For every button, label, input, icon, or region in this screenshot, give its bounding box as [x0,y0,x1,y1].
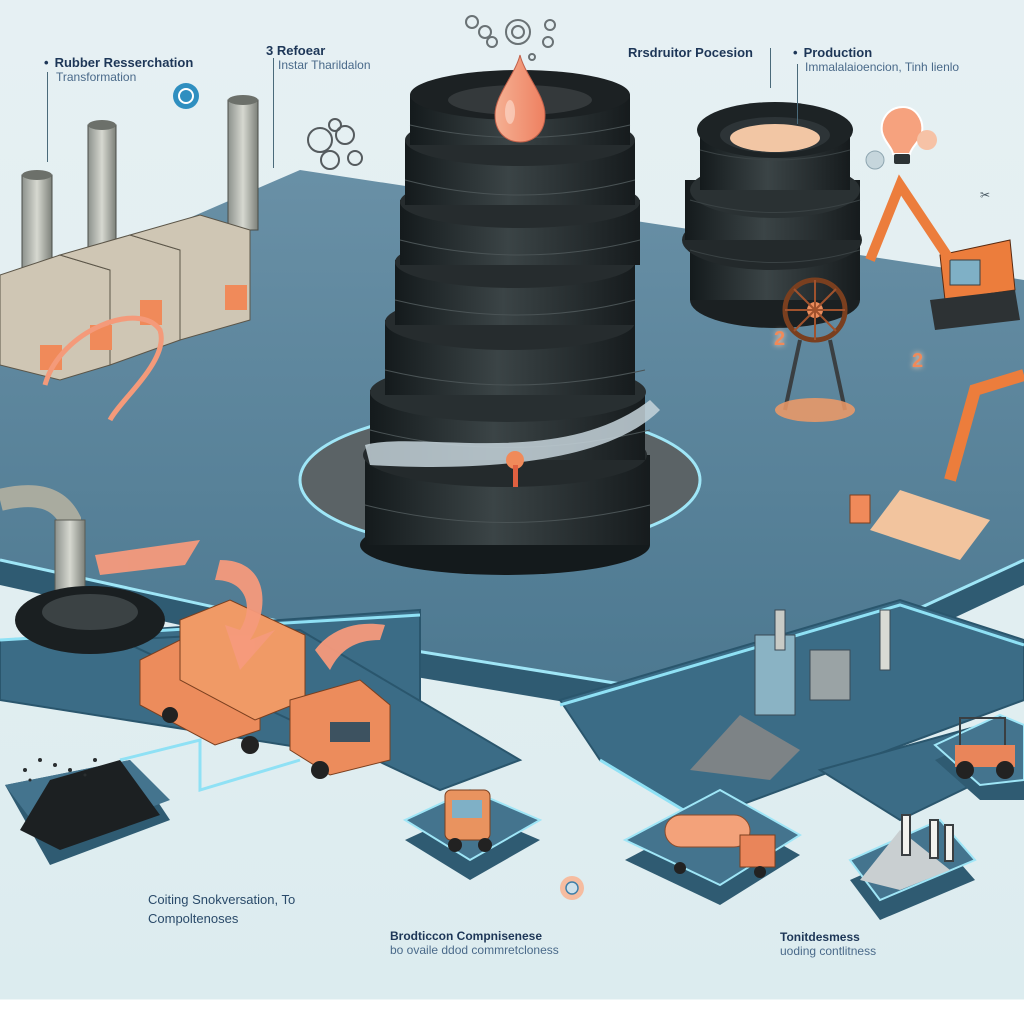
illustration-canvas: ✂ [0,15,1024,920]
label-title: 3 Refoear [266,43,326,58]
recycle-badge-icon [917,130,937,150]
label-title: Tonitdesmess [780,930,860,944]
lightbulb-icon [880,105,924,164]
crumb-pile-station [5,758,170,865]
step-badge: 2 [912,350,924,372]
label-subtitle: uoding contlitness [780,943,877,958]
tanker-station [622,788,802,905]
tractor-station [933,713,1024,800]
center-droplet-small [506,451,524,487]
forklift-station [402,788,543,880]
wheel-machine [775,277,855,422]
gear-cluster-icon [465,15,556,61]
label-production-process: Rrsdruitor Pocesion [628,45,753,61]
tire-stack-granules [682,102,862,328]
label-title: Rubber Resserchation [44,55,194,71]
droplet-icon [494,54,546,143]
gear-badge-icon [560,876,584,900]
label-production: Production Immalalaioencion, Tinh lienlo [793,45,960,75]
label-title: Coiting Snokversation, To [148,892,296,907]
gravel-station [848,814,977,920]
label-subtitle: Transformation [56,69,137,84]
label-refoear: 3 Refoear Instar Tharildalon [266,43,371,73]
track-glow-lines [0,603,1024,822]
label-title: Brodticcon Compnisenese [390,929,543,943]
label-subtitle: Compoltenoses [148,910,239,926]
label-title: Rrsdruitor Pocesion [628,45,753,60]
processing-plant [690,609,891,780]
granule-pile-right [849,490,990,560]
label-title: Production [793,45,959,61]
floating-gears-left [307,118,363,170]
label-subtitle: Instar Tharildalon [278,57,371,72]
central-tire-tower [360,70,660,575]
label-production-components: Brodticcon Compnisenese bo ovaile ddod c… [390,929,559,958]
label-coiting: Coiting Snokversation, To Compoltenoses [148,892,296,927]
blue-badge-icon [173,83,199,109]
step-badge: 2 [774,328,786,350]
label-tonitdesmess: Tonitdesmess uoding contlitness [780,930,877,959]
label-rubber-research: Rubber Resserchation Transformation [44,55,194,85]
connector-line [770,48,771,88]
excavator-right [865,174,1024,482]
scissors-icon: ✂ [980,188,990,202]
connector-line [47,72,48,162]
connector-line [797,64,798,124]
recycling-illustration: ✂ 2 2 Rubber Resserchation Transformatio… [0,0,1024,1000]
factory-buildings [0,95,259,422]
label-subtitle: bo ovaile ddod commretcloness [390,942,559,957]
tire-bottom-left [15,586,165,654]
connector-line [273,58,274,168]
flow-arrows [95,540,385,670]
label-subtitle: Immalalaioencion, Tinh lienlo [805,59,960,74]
info-badge-icon [865,150,885,170]
